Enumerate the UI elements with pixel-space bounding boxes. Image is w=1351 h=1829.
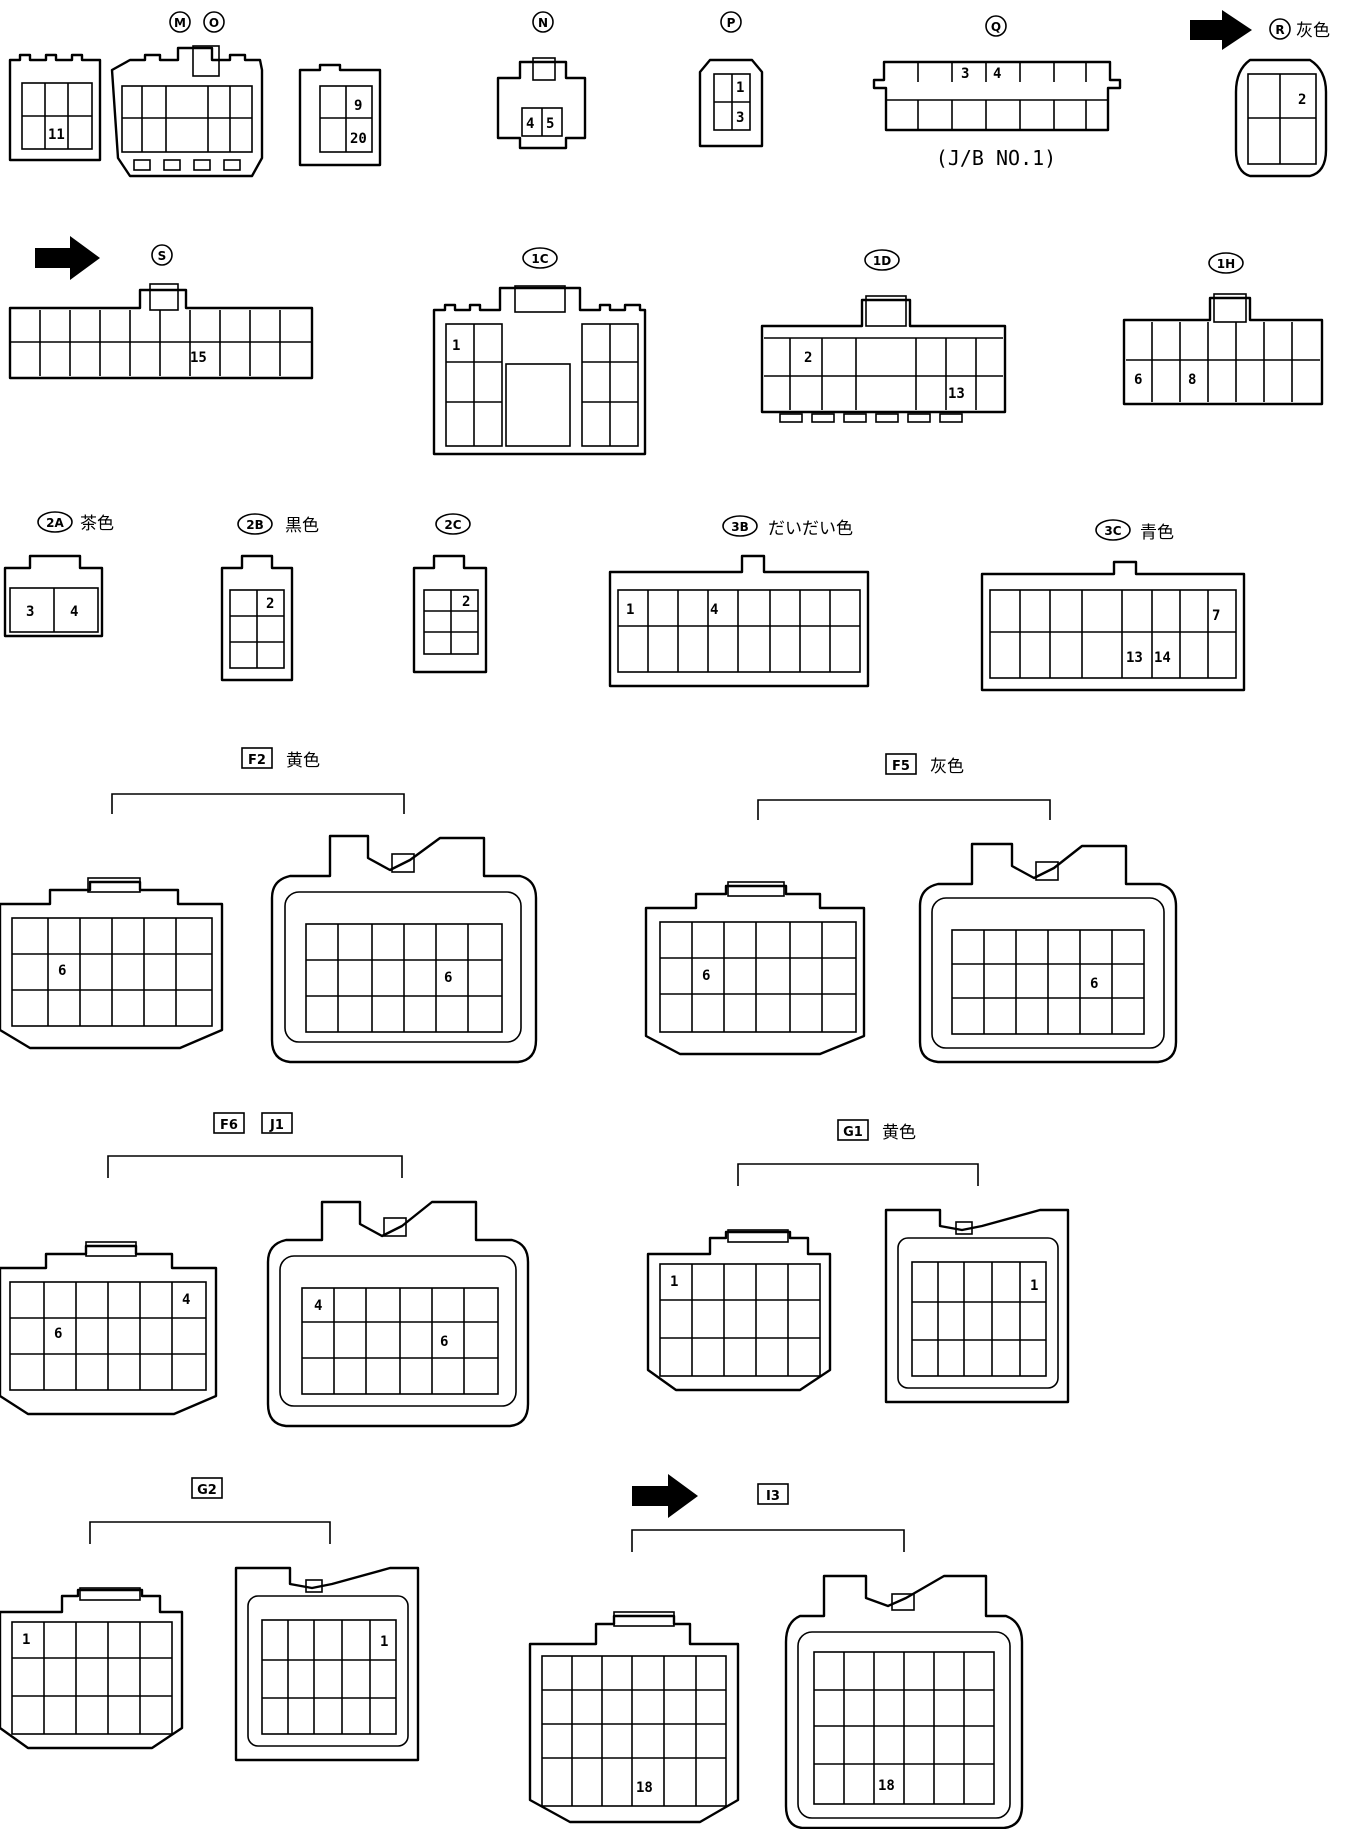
pin-label: 13 <box>948 386 965 402</box>
connector-p: P 1 3 <box>698 11 764 148</box>
connector-q-subtitle: (J/B NO.1) <box>936 146 1056 170</box>
connector-f5-code: F5 <box>892 759 910 774</box>
connector-g1-color: 黄色 <box>882 1123 916 1143</box>
pin-label: 4 <box>314 1298 322 1314</box>
pin-label: 13 <box>1126 650 1143 666</box>
pin-label: 11 <box>48 127 65 143</box>
pin-label: 2 <box>804 350 812 366</box>
connector-g2: G2 1 1 <box>0 1477 420 1762</box>
pin-label: 3 <box>736 110 744 126</box>
pin-label: 3 <box>961 66 969 82</box>
connector-f5: F5 灰色 6 6 <box>644 753 1178 1064</box>
connector-1d: 1D 2 13 <box>760 249 1007 423</box>
pin-label: 6 <box>444 970 452 986</box>
pin-label: 4 <box>993 66 1001 82</box>
connector-mo-code-m: M <box>174 16 186 30</box>
connector-p-code: P <box>727 16 736 30</box>
connector-f5-color: 灰色 <box>930 757 964 777</box>
connector-r-color: 灰色 <box>1296 21 1330 41</box>
connector-j1-code: J1 <box>269 1118 284 1133</box>
connector-2b-color: 黒色 <box>285 516 319 536</box>
connector-3c: 3C 青色 7 13 14 <box>980 519 1246 692</box>
connector-n-code: N <box>538 16 548 30</box>
connector-3b-code: 3B <box>731 520 749 534</box>
pin-label: 1 <box>1030 1278 1038 1294</box>
pin-label: 9 <box>354 98 362 114</box>
arrow-right-icon <box>632 1474 698 1518</box>
connector-q-code: Q <box>991 20 1001 34</box>
connector-g2-code: G2 <box>197 1483 217 1498</box>
connector-f6-code: F6 <box>220 1118 238 1133</box>
pin-label: 20 <box>350 131 367 147</box>
pin-label: 1 <box>736 80 744 96</box>
connector-g1-code: G1 <box>843 1125 863 1140</box>
pin-label: 6 <box>702 968 710 984</box>
pin-label: 6 <box>1090 976 1098 992</box>
pin-label: 1 <box>670 1274 678 1290</box>
connector-1c: 1C 1 <box>432 247 647 456</box>
connector-1c-code: 1C <box>531 252 548 266</box>
connector-i3-code: I3 <box>766 1489 780 1504</box>
pin-label: 6 <box>58 963 66 979</box>
connector-2c-code: 2C <box>444 518 461 532</box>
connector-s-code: S <box>158 249 167 263</box>
pin-label: 8 <box>1188 372 1196 388</box>
connector-r-code: R <box>1275 23 1284 37</box>
connector-1h-code: 1H <box>1217 257 1235 271</box>
pin-label: 5 <box>546 116 554 132</box>
connector-2c: 2C 2 <box>412 513 488 674</box>
connector-3c-code: 3C <box>1104 524 1121 538</box>
connector-3b-color: だいだい色 <box>768 519 853 539</box>
connector-q: Q 3 4 (J/B NO.1) <box>872 15 1122 170</box>
connector-2b-code: 2B <box>246 518 264 532</box>
pin-label: 1 <box>452 338 460 354</box>
pin-label: 6 <box>54 1326 62 1342</box>
arrow-right-icon <box>1190 10 1252 50</box>
connector-2a-code: 2A <box>46 516 64 530</box>
connector-2a: 2A 茶色 3 4 <box>3 511 114 638</box>
pin-label: 4 <box>70 604 78 620</box>
pin-label: 6 <box>1134 372 1142 388</box>
pin-label: 7 <box>1212 608 1220 624</box>
connector-n: N 4 5 <box>496 11 587 150</box>
connector-3b: 3B だいだい色 1 4 <box>608 515 870 688</box>
pin-label: 2 <box>1298 92 1306 108</box>
pin-label: 1 <box>22 1632 30 1648</box>
pin-label: 3 <box>26 604 34 620</box>
pin-label: 6 <box>440 1334 448 1350</box>
connector-mo-code-o: O <box>209 16 219 30</box>
connector-g1: G1 黄色 1 1 <box>646 1119 1070 1404</box>
arrow-right-icon <box>35 236 100 280</box>
pin-label: 15 <box>190 350 207 366</box>
pin-label: 4 <box>526 116 534 132</box>
pin-label: 2 <box>462 594 470 610</box>
connector-f2-color: 黄色 <box>286 751 320 771</box>
connector-mo: M O 11 9 20 <box>8 11 382 178</box>
pin-label: 14 <box>1154 650 1171 666</box>
pin-label: 2 <box>266 596 274 612</box>
connector-f2-code: F2 <box>248 753 266 768</box>
connector-1d-code: 1D <box>873 254 891 268</box>
connector-3c-color: 青色 <box>1140 523 1174 543</box>
connector-s: S 15 <box>8 236 314 380</box>
pin-label: 1 <box>626 602 634 618</box>
pin-label: 4 <box>182 1292 190 1308</box>
connector-f6-j1: F6 J1 4 6 4 6 <box>0 1112 530 1428</box>
connector-2b: 2B 黒色 2 <box>220 513 319 682</box>
connector-r: R 灰色 2 <box>1190 10 1330 178</box>
connector-f2: F2 黄色 6 6 <box>0 747 538 1064</box>
pin-label: 1 <box>380 1634 388 1650</box>
pin-label: 4 <box>710 602 718 618</box>
connector-i3: I3 18 18 <box>528 1474 1024 1829</box>
pin-label: 18 <box>878 1778 895 1794</box>
connector-2a-color: 茶色 <box>80 514 114 534</box>
pin-label: 18 <box>636 1780 653 1796</box>
connector-1h: 1H 6 8 <box>1122 252 1324 406</box>
